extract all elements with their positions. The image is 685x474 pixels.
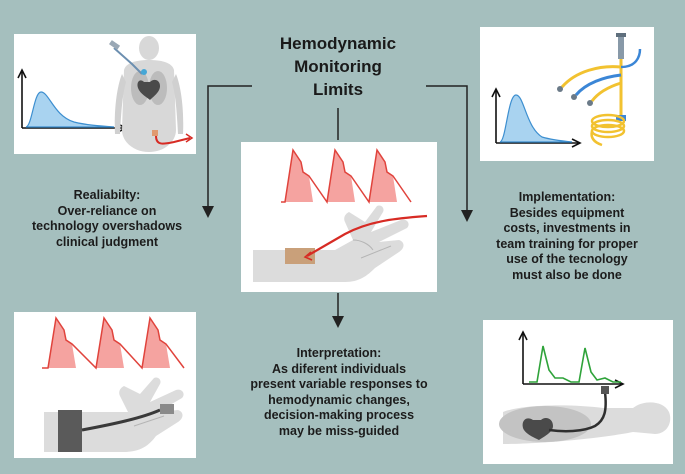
interpretation-line-2: present variable responses to <box>250 377 428 391</box>
torso-catheter-distribution-icon <box>17 36 194 152</box>
implementation-line-1: Besides equipment <box>509 205 625 220</box>
reliability-line-3: clinical judgment <box>55 234 159 249</box>
reliability-heading: Realiabilty: <box>73 188 141 202</box>
caption-interpretation: Interpretation: As diferent individuals … <box>228 346 450 439</box>
implementation-line-3: team training for proper <box>496 236 638 251</box>
caption-reliability: Realiabilty: Over-reliance on technology… <box>18 188 196 250</box>
lying-patient-ecg-icon <box>499 330 671 444</box>
interpretation-line-3: hemodynamic changes, <box>268 392 410 407</box>
implementation-line-5: must also be done <box>512 267 622 282</box>
blood-pressure-cuff-icon <box>42 315 185 452</box>
interpretation-line-4: decision-making process <box>263 408 415 422</box>
interpretation-line-5: may be miss-guided <box>278 423 400 438</box>
panel-top-left <box>14 34 196 154</box>
caption-implementation: Implementation: Besides equipment costs,… <box>478 190 656 283</box>
panel-top-right <box>480 27 654 161</box>
title-line-1: Hemodynamic <box>279 34 397 53</box>
arterial-line-wrist-icon <box>253 147 428 282</box>
interpretation-heading: Interpretation: <box>296 346 382 360</box>
implementation-heading: Implementation: <box>518 190 616 204</box>
reliability-line-2: technology overshadows <box>31 219 183 233</box>
panel-center <box>241 142 437 292</box>
arrow-to-reliability <box>202 85 252 218</box>
panel-bottom-left <box>14 312 196 458</box>
interpretation-line-1: As diferent individuals <box>271 361 407 376</box>
title-line-3: Limits <box>312 80 364 99</box>
implementation-line-2: costs, investments in <box>503 221 631 235</box>
title-line-2: Monitoring <box>294 57 382 76</box>
panel-bottom-right <box>483 320 673 464</box>
reliability-line-1: Over-reliance on <box>57 203 157 218</box>
implementation-line-4: use of the tecnology <box>506 252 628 266</box>
diagram-title: Hemodynamic Monitoring Limits <box>258 32 418 101</box>
catheter-kit-distribution-icon <box>491 33 642 148</box>
arrow-to-implementation <box>426 85 473 222</box>
